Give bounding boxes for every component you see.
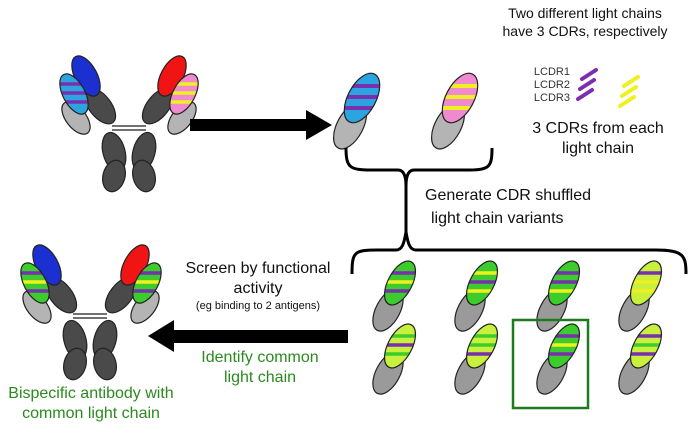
screen-label: Screen by functional activity (eg bindin… bbox=[158, 259, 358, 313]
bispecific-antibody bbox=[19, 244, 163, 381]
variant-light-chain-selected bbox=[536, 323, 581, 395]
two-chains-note: Two different light chains have 3 CDRs, … bbox=[478, 4, 692, 40]
shuffled-variants bbox=[372, 260, 663, 395]
variant-light-chain bbox=[372, 323, 417, 395]
lcdr-legend: LCDR1 LCDR2 LCDR3 bbox=[524, 66, 570, 105]
arrow-right bbox=[190, 110, 332, 140]
screen-line2: activity bbox=[233, 280, 283, 297]
lcdr3-label: LCDR3 bbox=[533, 92, 570, 104]
bispecific-line2: common light chain bbox=[22, 405, 160, 422]
screen-line1: Screen by functional bbox=[185, 260, 331, 277]
lcdr2-label: LCDR2 bbox=[533, 79, 570, 91]
variant-light-chain bbox=[536, 260, 581, 332]
variant-light-chain bbox=[454, 260, 499, 332]
bispecific-line1: Bispecific antibody with bbox=[8, 385, 174, 402]
cdrs-from-each: 3 CDRs from each light chain bbox=[520, 119, 676, 159]
cdr-stripes-purple bbox=[576, 68, 598, 101]
arrow-left bbox=[148, 320, 348, 352]
two-chains-line1: Two different light chains bbox=[508, 5, 662, 21]
variant-light-chain bbox=[372, 260, 417, 332]
two-chains-line2: have 3 CDRs, respectively bbox=[502, 23, 668, 39]
isolated-light-chains bbox=[332, 72, 479, 150]
cdrs-line1: 3 CDRs from each bbox=[532, 120, 664, 137]
identify-line1: Identify common bbox=[201, 349, 319, 366]
top-brace bbox=[344, 147, 494, 187]
variant-light-chain bbox=[454, 323, 499, 395]
parent-antibody bbox=[58, 55, 200, 193]
bottom-brace bbox=[350, 231, 688, 275]
lcdr1-label: LCDR1 bbox=[533, 66, 570, 78]
variant-light-chain bbox=[618, 260, 663, 332]
cdr-stripes-yellow bbox=[618, 75, 640, 108]
generate-label: Generate CDR shuffled light chain varian… bbox=[425, 184, 591, 230]
bispecific-label: Bispecific antibody with common light ch… bbox=[0, 384, 182, 424]
identify-label: Identify common light chain bbox=[180, 348, 340, 388]
cdrs-line2: light chain bbox=[561, 140, 635, 157]
variant-light-chain bbox=[618, 323, 663, 395]
screen-line3: (eg binding to 2 antigens) bbox=[195, 300, 321, 312]
generate-line2: light chain variants bbox=[431, 210, 564, 227]
selection-box bbox=[511, 318, 590, 410]
generate-line1: Generate CDR shuffled bbox=[425, 187, 592, 204]
identify-line2: light chain bbox=[223, 369, 297, 386]
